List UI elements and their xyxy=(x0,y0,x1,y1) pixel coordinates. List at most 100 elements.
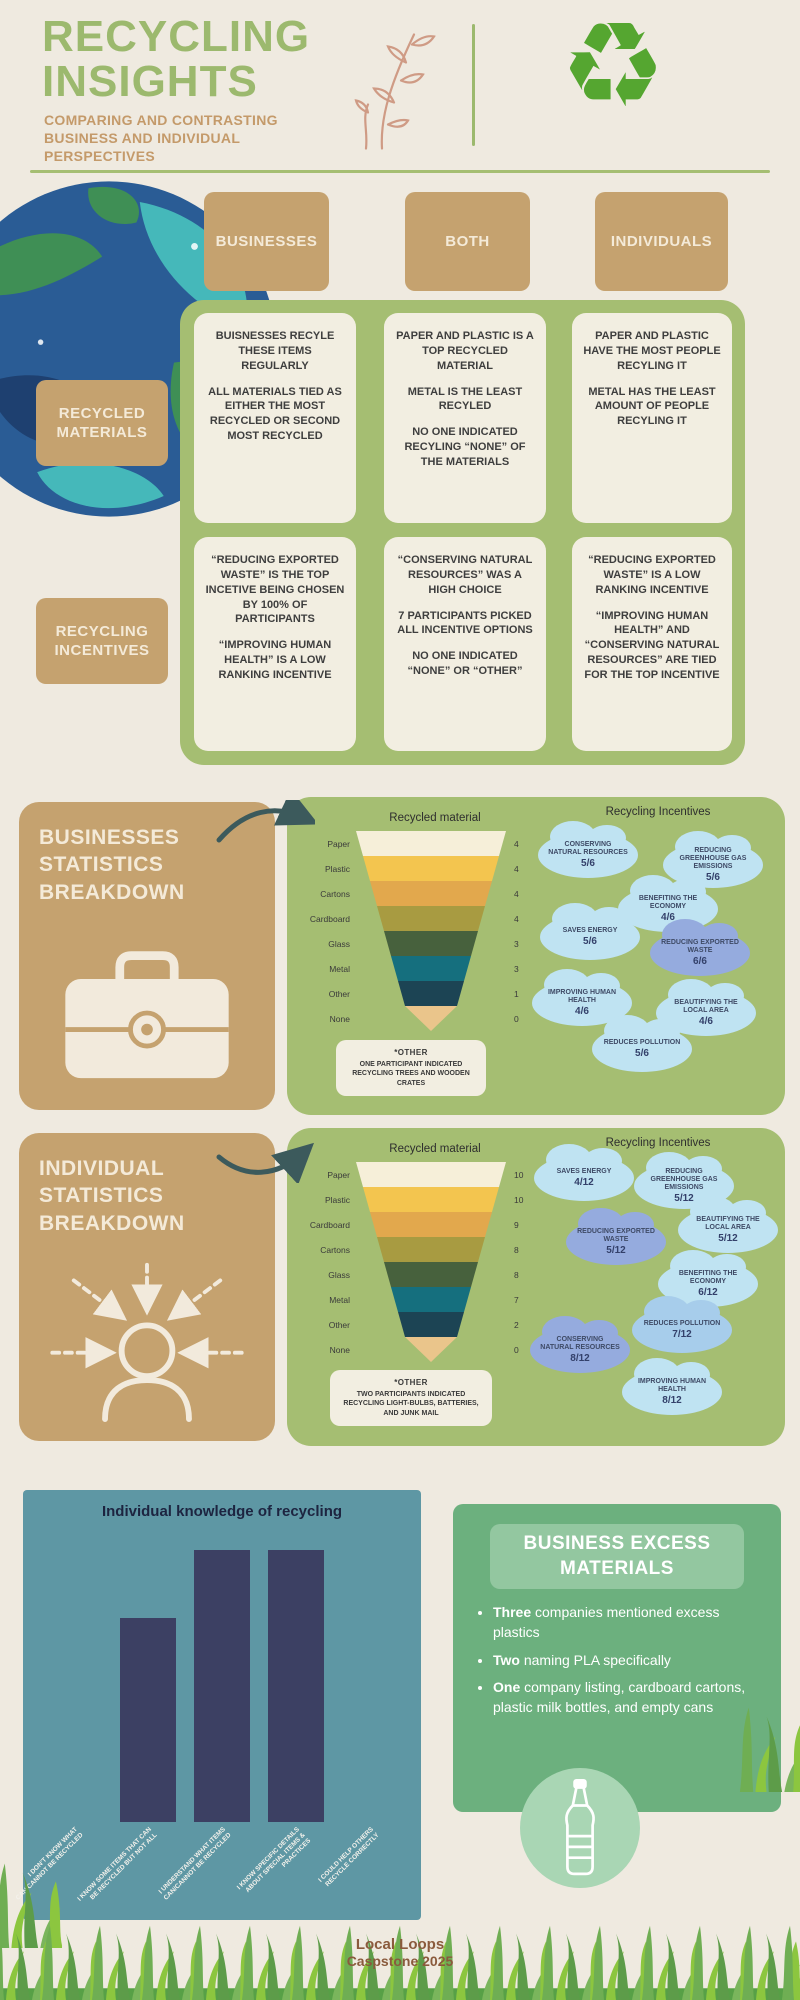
recycle-icon: ♻ xyxy=(560,0,666,132)
row-label-recycled-materials: RECYCLED MATERIALS xyxy=(36,380,168,466)
excess-bullet-bold: Three xyxy=(493,1604,532,1621)
incentive-cloud: REDUCES POLLUTION 7/12 xyxy=(632,1295,732,1353)
cell-text: “CONSERVING NATURAL RESOURCES” WAS A HIG… xyxy=(397,554,533,596)
footer-grass xyxy=(0,1925,800,2000)
funnel-value: 9 xyxy=(514,1219,519,1230)
funnel-bar xyxy=(356,931,506,956)
funnel-row-glass: Glass 3 xyxy=(298,931,530,956)
individual-funnel-title: Recycled material xyxy=(389,1143,481,1155)
funnel-bar-segment xyxy=(356,831,506,856)
header-divider xyxy=(472,24,475,146)
incentive-value: 5/6 xyxy=(583,936,597,948)
cell-text: METAL HAS THE LEAST AMOUNT OF PEOPLE REC… xyxy=(588,385,716,428)
funnel-value: 7 xyxy=(514,1294,519,1305)
funnel-category-label: None xyxy=(329,1344,350,1355)
excess-bullet: Three companies mentioned excess plastic… xyxy=(493,1603,763,1642)
funnel-category-label: Glass xyxy=(328,938,350,949)
knowledge-bar-label: I KNOW SOME ITEMS THAT CAN BE RECYCLED B… xyxy=(76,1826,159,1903)
cell-text: “REDUCING EXPORTED WASTE” IS A LOW RANKI… xyxy=(588,554,716,596)
grass-tuft-right xyxy=(739,1707,800,1792)
funnel-bar xyxy=(356,1187,506,1212)
cell-text: “REDUCING EXPORTED WASTE” IS THE TOP INC… xyxy=(205,554,345,626)
cell-recycled-materials-businesses: BUISNESSES RECYLE THESE ITEMS REGULARLY … xyxy=(194,313,356,523)
incentive-value: 6/12 xyxy=(698,1287,718,1299)
business-section-title: BUSINESSES STATISTICS BREAKDOWN xyxy=(39,826,185,904)
cell-text: NO ONE INDICATED “NONE” OR “OTHER” xyxy=(407,650,523,678)
excess-materials-title: BUSINESS EXCESS MATERIALS xyxy=(490,1524,744,1590)
business-funnel-title: Recycled material xyxy=(389,812,481,824)
incentive-value: 7/12 xyxy=(672,1329,692,1341)
incentive-label: BEAUTIFYING THE LOCAL AREA xyxy=(696,1215,760,1231)
excess-bullet-bold: Two xyxy=(493,1651,520,1668)
incentive-label: IMPROVING HUMAN HEALTH xyxy=(637,1377,707,1393)
incentive-value: 8/12 xyxy=(570,1353,590,1365)
note-title: *OTHER xyxy=(394,1378,428,1387)
funnel-category-label: None xyxy=(329,1013,350,1024)
funnel-bar-segment xyxy=(405,1006,457,1031)
column-header-businesses: BUSINESSES xyxy=(204,192,329,291)
incentive-value: 5/6 xyxy=(635,1048,649,1060)
funnel-bar-segment xyxy=(363,856,499,881)
knowledge-chart: Individual knowledge of recycling I DON'… xyxy=(15,1490,421,1920)
row-label-recycling-incentives: RECYCLING INCENTIVES xyxy=(36,598,168,684)
funnel-bar-segment xyxy=(370,1212,492,1237)
incentive-cloud: SAVES ENERGY 4/12 xyxy=(534,1143,634,1201)
person-icon xyxy=(50,1262,244,1423)
funnel-value: 8 xyxy=(514,1244,519,1255)
funnel-category-label: Other xyxy=(328,1319,350,1330)
business-stats-card: BUSINESSES STATISTICS BREAKDOWN xyxy=(19,802,275,1110)
incentive-label: SAVES ENERGY xyxy=(556,1167,612,1175)
funnel-value: 4 xyxy=(514,838,519,849)
cell-text: “IMPROVING HUMAN HEALTH” AND “CONSERVING… xyxy=(584,609,720,681)
funnel-value: 4 xyxy=(514,913,519,924)
cell-text: METAL IS THE LEAST RECYLED xyxy=(407,385,523,413)
arrow-to-business-chart-icon xyxy=(216,800,315,843)
incentive-value: 4/12 xyxy=(574,1177,594,1189)
incentive-label: REDUCING EXPORTED WASTE xyxy=(661,938,739,954)
funnel-value: 3 xyxy=(514,938,519,949)
funnel-category-label: Plastic xyxy=(324,1194,350,1205)
column-header-both: BOTH xyxy=(405,192,530,291)
funnel-category-label: Paper xyxy=(327,1169,350,1180)
incentive-label: REDUCES POLLUTION xyxy=(643,1319,721,1327)
header-rule xyxy=(30,170,770,173)
knowledge-bar xyxy=(120,1618,176,1822)
funnel-bar-segment xyxy=(398,981,464,1006)
individual-incentives-title: Recycling Incentives xyxy=(605,1137,711,1149)
note-body: TWO PARTICIPANTS INDICATED RECYCLING LIG… xyxy=(343,1391,479,1417)
cell-text: PAPER AND PLASTIC HAVE THE MOST PEOPLE R… xyxy=(583,330,721,372)
incentive-value: 6/6 xyxy=(693,956,707,968)
funnel-bar xyxy=(356,1312,506,1337)
funnel-bar-segment xyxy=(384,931,478,956)
knowledge-bar-slot xyxy=(259,1550,333,1822)
arrow-to-individual-chart-icon xyxy=(216,1142,315,1183)
cell-recycling-incentives-both: “CONSERVING NATURAL RESOURCES” WAS A HIG… xyxy=(384,537,546,751)
plant-icon xyxy=(354,33,436,150)
knowledge-bar-slot xyxy=(333,1550,407,1822)
incentive-cloud: REDUCING EXPORTED WASTE 6/6 xyxy=(650,918,750,976)
incentive-value: 4/6 xyxy=(699,1016,713,1028)
incentive-label: CONSERVING NATURAL RESOURCES xyxy=(548,840,628,856)
knowledge-chart-title: Individual knowledge of recycling xyxy=(101,1503,343,1520)
excess-bullet-bold: One xyxy=(493,1679,521,1696)
funnel-bar-segment xyxy=(356,1162,506,1187)
funnel-category-label: Glass xyxy=(328,1269,350,1280)
cell-text: ALL MATERIALS TIED AS EITHER THE MOST RE… xyxy=(208,385,342,443)
knowledge-bar xyxy=(194,1550,250,1822)
excess-bullet: Two naming PLA specifically xyxy=(493,1651,763,1671)
